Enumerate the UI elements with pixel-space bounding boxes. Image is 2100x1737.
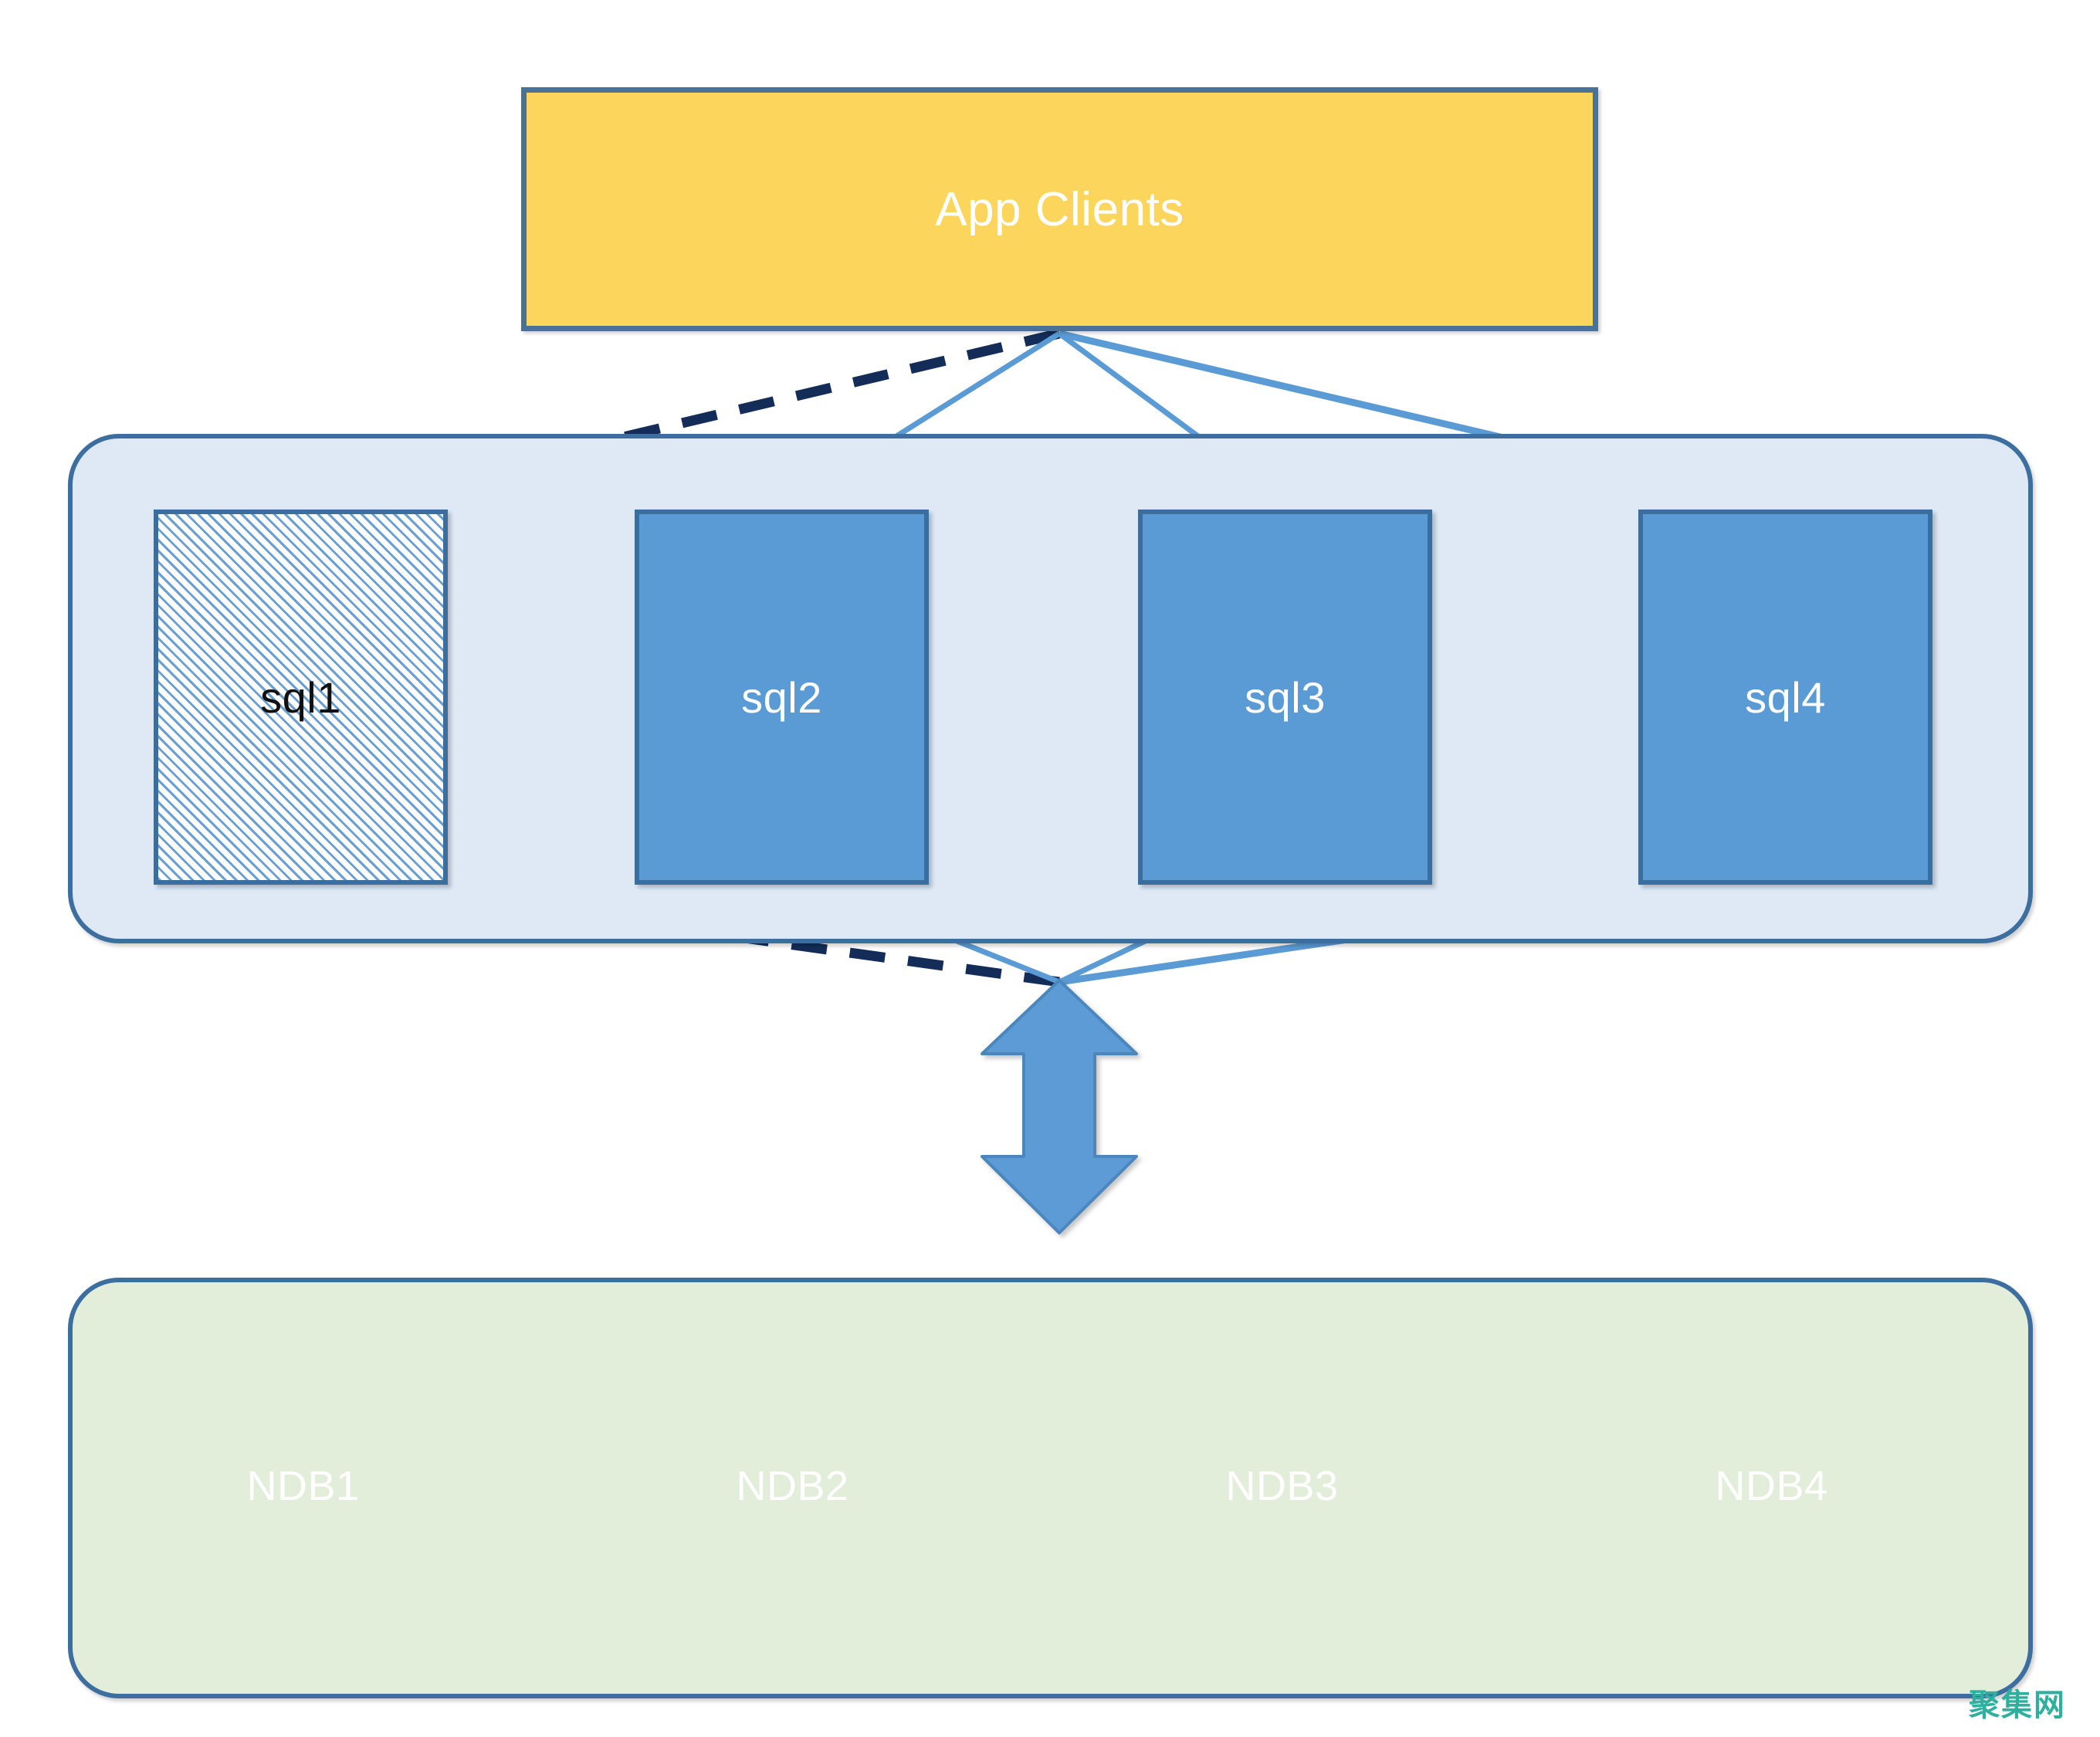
app-clients-box[interactable] [521, 87, 1598, 331]
sql-node-1[interactable] [154, 510, 448, 885]
watermark: 聚集网 [1969, 1688, 2066, 1723]
sql-node-3[interactable] [1138, 510, 1432, 885]
ndb-layer-container [68, 1278, 2033, 1698]
bidirectional-block-arrow [981, 979, 1138, 1234]
connector-clients-to-sql1 [303, 328, 1061, 530]
sql-node-2[interactable] [635, 510, 929, 885]
sql-node-4[interactable] [1638, 510, 1932, 885]
